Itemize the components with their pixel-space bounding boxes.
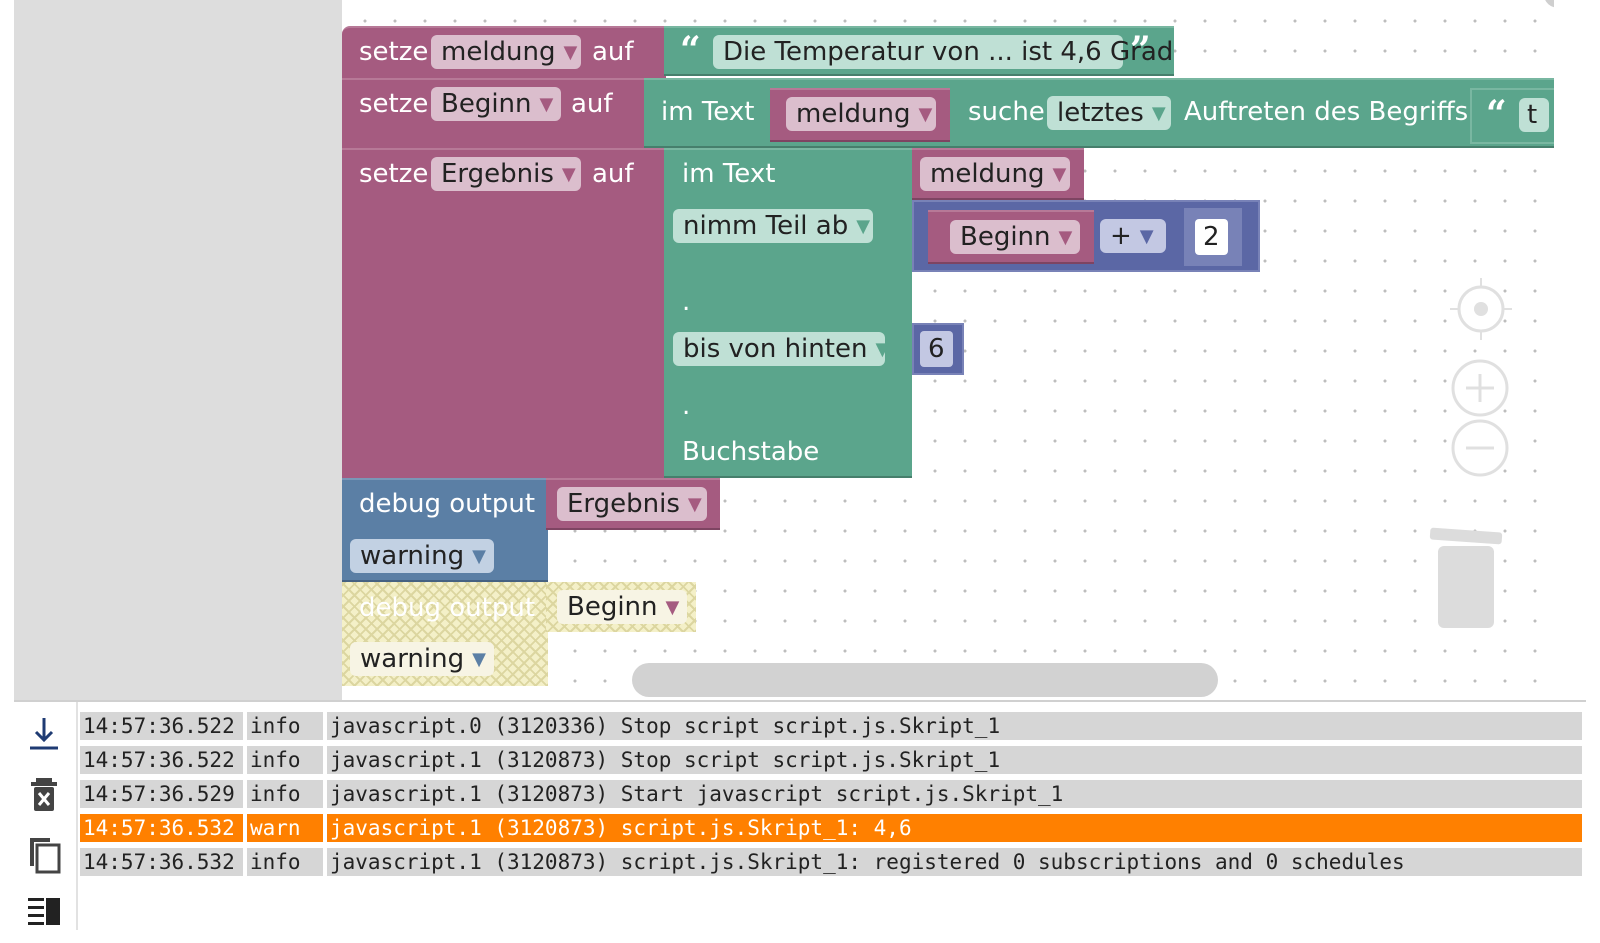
dropdown-arrow-icon: ▼ bbox=[472, 648, 486, 670]
set-label: setze bbox=[359, 159, 429, 189]
search-text-field[interactable]: t bbox=[1519, 98, 1549, 132]
set-label: setze bbox=[359, 37, 429, 67]
set-label: setze bbox=[359, 89, 429, 119]
dropdown-value: meldung bbox=[930, 159, 1045, 189]
download-icon[interactable] bbox=[24, 712, 64, 752]
dropdown-arrow-icon: ▼ bbox=[472, 545, 486, 567]
dropdown-value: warning bbox=[360, 644, 465, 674]
toggle-panel-icon[interactable] bbox=[24, 892, 64, 932]
substring-to-dropdown[interactable]: bis von hinten ▼ bbox=[673, 332, 889, 366]
dropdown-value: Ergebnis bbox=[441, 159, 554, 189]
text-substring-block[interactable] bbox=[664, 148, 912, 478]
variable-dropdown-beginn[interactable]: Beginn ▼ bbox=[431, 87, 561, 121]
dropdown-value: meldung bbox=[441, 37, 556, 67]
occurrence-label: Auftreten des Begriffs bbox=[1184, 97, 1469, 127]
search-label: suche bbox=[968, 97, 1045, 127]
log-time: 14:57:36.522 bbox=[80, 746, 243, 774]
log-time: 14:57:36.529 bbox=[80, 780, 243, 808]
log-message: javascript.0 (3120336) Stop script scrip… bbox=[327, 712, 1582, 740]
set-ergebnis-block[interactable] bbox=[342, 148, 666, 480]
dropdown-value: Ergebnis bbox=[567, 489, 680, 519]
dropdown-arrow-icon: ▼ bbox=[561, 163, 576, 185]
to-label: auf bbox=[592, 37, 634, 67]
close-quote-icon: ” bbox=[1130, 29, 1151, 71]
variable-dropdown-beginn[interactable]: Beginn ▼ bbox=[557, 590, 687, 624]
dropdown-value: meldung bbox=[796, 99, 911, 129]
log-row: 14:57:36.522 info javascript.1 (3120873)… bbox=[80, 746, 1586, 774]
dropdown-arrow-icon: ▼ bbox=[875, 338, 890, 360]
dropdown-value: Beginn bbox=[960, 222, 1051, 252]
dropdown-arrow-icon: ▼ bbox=[1151, 102, 1166, 124]
letter-label: Buchstabe bbox=[682, 437, 820, 467]
open-quote-icon: “ bbox=[1486, 93, 1507, 135]
log-message: javascript.1 (3120873) script.js.Skript_… bbox=[327, 814, 1582, 842]
debug-output-label: debug output bbox=[359, 593, 536, 623]
dropdown-value: bis von hinten bbox=[683, 334, 868, 364]
number-field[interactable]: 2 bbox=[1195, 219, 1228, 255]
log-time: 14:57:36.532 bbox=[80, 814, 243, 842]
dropdown-arrow-icon: ▼ bbox=[539, 93, 554, 115]
dropdown-value: Beginn bbox=[567, 592, 658, 622]
to-label: auf bbox=[571, 89, 613, 119]
substring-from-dropdown[interactable]: nimm Teil ab ▼ bbox=[673, 209, 873, 243]
open-quote-icon: “ bbox=[680, 29, 701, 71]
zoom-in-icon[interactable] bbox=[1450, 358, 1510, 418]
recenter-icon[interactable] bbox=[1450, 278, 1512, 340]
variable-dropdown-meldung[interactable]: meldung ▼ bbox=[431, 35, 581, 69]
workspace-horizontal-scrollbar[interactable] bbox=[632, 663, 1218, 697]
text-literal-value: Die Temperatur von ... ist 4,6 Grad bbox=[723, 37, 1174, 67]
log-row-warning: 14:57:36.532 warn javascript.1 (3120873)… bbox=[80, 814, 1586, 842]
dropdown-arrow-icon: ▼ bbox=[1058, 226, 1073, 248]
separator-label: . bbox=[682, 287, 691, 317]
clear-log-icon[interactable] bbox=[24, 774, 64, 814]
dropdown-arrow-icon: ▼ bbox=[856, 215, 871, 237]
log-time: 14:57:36.522 bbox=[80, 712, 243, 740]
log-message: javascript.1 (3120873) Start javascript … bbox=[327, 780, 1582, 808]
variable-dropdown-ergebnis[interactable]: Ergebnis ▼ bbox=[557, 487, 707, 521]
separator-label: . bbox=[682, 391, 691, 421]
log-level-dropdown[interactable]: warning ▼ bbox=[350, 539, 494, 573]
dropdown-value: warning bbox=[360, 541, 465, 571]
number-field[interactable]: 6 bbox=[920, 331, 953, 367]
log-message: javascript.1 (3120873) script.js.Skript_… bbox=[327, 848, 1582, 876]
to-label: auf bbox=[592, 159, 634, 189]
search-text-value: t bbox=[1527, 100, 1538, 130]
dropdown-arrow-icon: ▼ bbox=[563, 41, 578, 63]
variable-dropdown-meldung[interactable]: meldung ▼ bbox=[786, 97, 936, 131]
zoom-out-icon[interactable] bbox=[1450, 418, 1510, 478]
log-level: info bbox=[247, 746, 323, 774]
log-time: 14:57:36.532 bbox=[80, 848, 243, 876]
occurrence-dropdown[interactable]: letztes ▼ bbox=[1047, 96, 1171, 130]
in-text-label: im Text bbox=[682, 159, 776, 189]
log-row: 14:57:36.522 info javascript.0 (3120336)… bbox=[80, 712, 1586, 740]
log-level: warn bbox=[247, 814, 323, 842]
log-level-dropdown[interactable]: warning ▼ bbox=[350, 642, 494, 676]
blockly-toolbox[interactable] bbox=[14, 0, 342, 700]
dropdown-arrow-icon: ▼ bbox=[1052, 163, 1067, 185]
dropdown-arrow-icon: ▼ bbox=[918, 103, 933, 125]
text-literal-field[interactable]: Die Temperatur von ... ist 4,6 Grad bbox=[713, 35, 1173, 69]
dropdown-value: Beginn bbox=[441, 89, 532, 119]
log-row: 14:57:36.532 info javascript.1 (3120873)… bbox=[80, 848, 1586, 876]
workspace-clip-right bbox=[1554, 0, 1586, 700]
trash-can-icon[interactable] bbox=[1428, 522, 1504, 630]
dropdown-value: + bbox=[1110, 221, 1132, 251]
in-text-label: im Text bbox=[661, 97, 755, 127]
dropdown-arrow-icon: ▼ bbox=[687, 493, 702, 515]
variable-dropdown-ergebnis[interactable]: Ergebnis ▼ bbox=[431, 157, 581, 191]
debug-output-label: debug output bbox=[359, 489, 536, 519]
log-message: javascript.1 (3120873) Stop script scrip… bbox=[327, 746, 1582, 774]
log-level: info bbox=[247, 848, 323, 876]
dropdown-arrow-icon: ▼ bbox=[665, 596, 680, 618]
operator-dropdown[interactable]: +▼ bbox=[1100, 219, 1166, 253]
dropdown-arrow-icon: ▼ bbox=[1139, 225, 1154, 247]
copy-icon[interactable] bbox=[24, 834, 64, 874]
dropdown-value: nimm Teil ab bbox=[683, 211, 849, 241]
log-row: 14:57:36.529 info javascript.1 (3120873)… bbox=[80, 780, 1586, 808]
variable-dropdown-meldung[interactable]: meldung ▼ bbox=[920, 157, 1070, 191]
log-level: info bbox=[247, 780, 323, 808]
variable-dropdown-beginn[interactable]: Beginn ▼ bbox=[950, 220, 1080, 254]
log-level: info bbox=[247, 712, 323, 740]
dropdown-value: letztes bbox=[1057, 98, 1144, 128]
